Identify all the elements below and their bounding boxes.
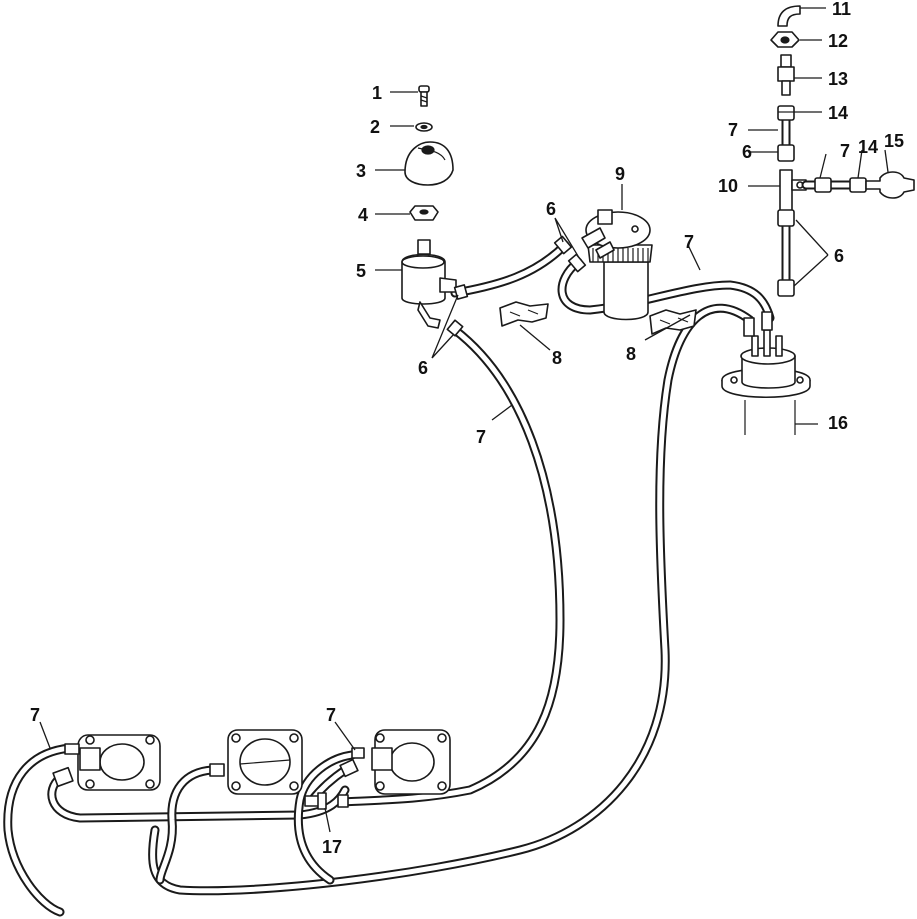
part-1-screw <box>418 85 430 107</box>
part-13-fitting <box>777 54 795 96</box>
callout-1: 1 <box>372 83 382 103</box>
callout-16: 16 <box>828 413 848 433</box>
part-8-clip-left <box>499 301 549 327</box>
part-8-clip-right <box>649 309 697 335</box>
callout-17: 17 <box>322 837 342 857</box>
callout-5: 5 <box>356 261 366 281</box>
part-6-clamp-vent <box>777 144 795 162</box>
hose-tank-to-carb-return <box>148 303 755 896</box>
part-10-tee-fitting <box>779 169 807 213</box>
callout-12: 12 <box>828 31 848 51</box>
carburetor-middle <box>209 729 303 795</box>
hose-valve-to-filter <box>450 240 570 298</box>
part-12-grommet <box>770 31 800 48</box>
part-15-vent-valve <box>865 171 915 199</box>
callout-4: 4 <box>358 205 368 225</box>
callout-11: 11 <box>832 0 851 19</box>
part-9-fuel-filter <box>581 209 653 321</box>
callout-6-filter: 6 <box>546 199 556 219</box>
callout-7-carb-right: 7 <box>326 705 336 725</box>
hose-filter-to-tank <box>557 257 775 323</box>
callout-6-vent-mid: 6 <box>742 142 752 162</box>
callout-10: 10 <box>718 176 738 196</box>
callout-7-vent-side: 7 <box>840 141 850 161</box>
part-16-fuel-pickup <box>721 311 811 435</box>
part-17-tee <box>304 792 327 810</box>
callout-7-vent-top: 7 <box>728 120 738 140</box>
part-11-elbow <box>777 5 801 27</box>
part-2-washer <box>415 122 433 132</box>
callouts: 1 2 3 4 5 6 6 6 6 7 7 7 7 7 7 8 8 9 10 1… <box>30 0 904 857</box>
callout-15: 15 <box>884 131 904 151</box>
callout-6-vent-right: 6 <box>834 246 844 266</box>
carburetor-left <box>52 734 161 791</box>
hoses <box>3 115 791 917</box>
callout-14-top: 14 <box>828 103 848 123</box>
callout-3: 3 <box>356 161 366 181</box>
hose-valve-to-carb <box>335 325 565 807</box>
callout-8-left: 8 <box>552 348 562 368</box>
callout-9: 9 <box>615 164 625 184</box>
part-5-valve-body <box>401 239 457 329</box>
carburetor-right <box>337 729 451 808</box>
part-14-clamp-side <box>801 177 867 193</box>
callout-8-right: 8 <box>626 344 636 364</box>
callout-6-valve: 6 <box>418 358 428 378</box>
hose-carb-middle <box>155 765 217 885</box>
callout-7-carb-left: 7 <box>30 705 40 725</box>
callout-7-hose-filter: 7 <box>684 232 694 252</box>
hose-carb-left-loop <box>3 743 75 917</box>
part-14-clamp-top <box>777 105 795 121</box>
leader-lines <box>39 7 889 833</box>
hose-carb-right <box>293 750 357 885</box>
callout-2: 2 <box>370 117 380 137</box>
callout-7-hose-long: 7 <box>476 427 486 447</box>
part-4-nut <box>409 205 439 221</box>
part-6-clamp-lower <box>777 209 795 297</box>
hose-clamps <box>446 235 587 337</box>
callout-14-side: 14 <box>858 137 878 157</box>
part-3-knob <box>404 141 454 186</box>
callout-13: 13 <box>828 69 848 89</box>
